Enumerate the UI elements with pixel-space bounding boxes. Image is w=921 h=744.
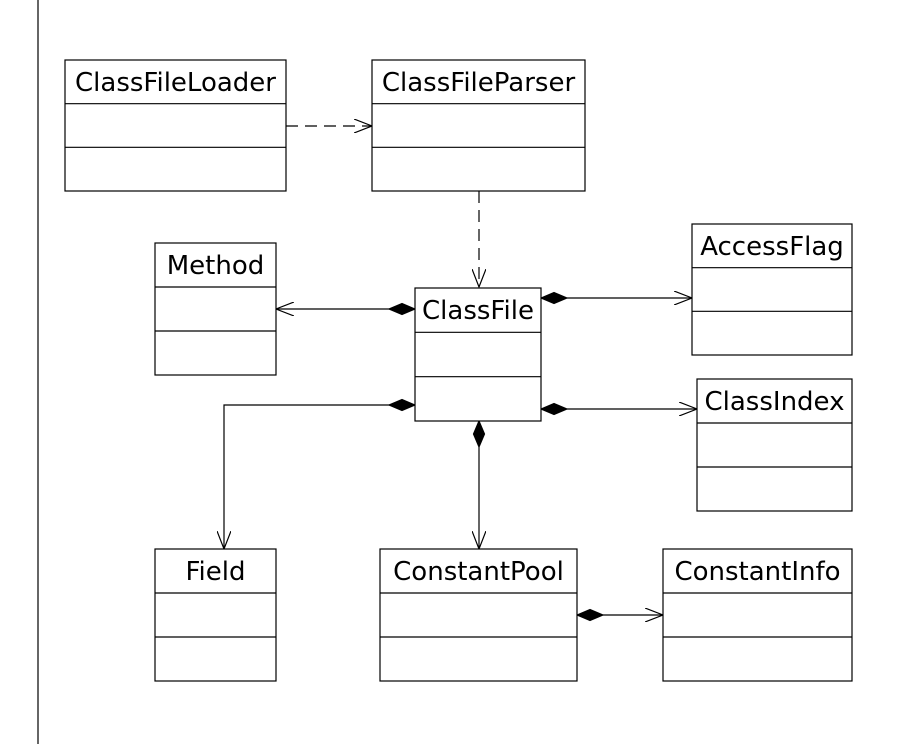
class-box-frame: [154, 242, 277, 376]
class-name-classindex: ClassIndex: [705, 387, 845, 417]
class-name-classfileloader: ClassFileLoader: [75, 68, 276, 98]
class-box-accessflag: AccessFlag: [691, 223, 853, 356]
class-box-frame: [414, 287, 542, 422]
class-name-field: Field: [185, 557, 245, 587]
class-box-classfile: ClassFile: [414, 287, 542, 422]
class-name-constantpool: ConstantPool: [393, 557, 564, 587]
class-box-classfileloader: ClassFileLoader: [64, 59, 287, 192]
composition-diamond-method: [387, 302, 417, 316]
composition-diamond-constantinfo: [575, 608, 605, 622]
class-box-frame: [64, 59, 287, 192]
class-box-frame: [662, 548, 853, 682]
composition-diamond-constantpool: [472, 419, 486, 449]
class-name-constantinfo: ConstantInfo: [674, 557, 840, 587]
class-box-field: Field: [154, 548, 277, 682]
class-box-frame: [371, 59, 586, 192]
class-name-accessflag: AccessFlag: [700, 232, 844, 262]
class-name-classfile: ClassFile: [422, 296, 534, 326]
class-name-classfileparser: ClassFileParser: [382, 68, 576, 98]
composition-classfile-field: [224, 404, 390, 549]
class-box-method: Method: [154, 242, 277, 376]
class-box-frame: [691, 223, 853, 356]
class-box-classfileparser: ClassFileParser: [371, 59, 586, 192]
relations: [224, 126, 697, 621]
class-boxes: ClassFileLoader ClassFileParserMethodClas…: [64, 59, 853, 682]
class-box-classindex: ClassIndex: [696, 378, 853, 512]
class-box-frame: [379, 548, 578, 682]
class-name-method: Method: [167, 251, 265, 281]
composition-diamond-field: [387, 398, 417, 412]
class-box-frame: [154, 548, 277, 682]
class-box-frame: [696, 378, 853, 512]
composition-diamond-classindex: [539, 402, 569, 416]
composition-diamond-accessflag: [539, 291, 569, 305]
class-box-constantinfo: ConstantInfo: [662, 548, 853, 682]
class-box-constantpool: ConstantPool: [379, 548, 578, 682]
